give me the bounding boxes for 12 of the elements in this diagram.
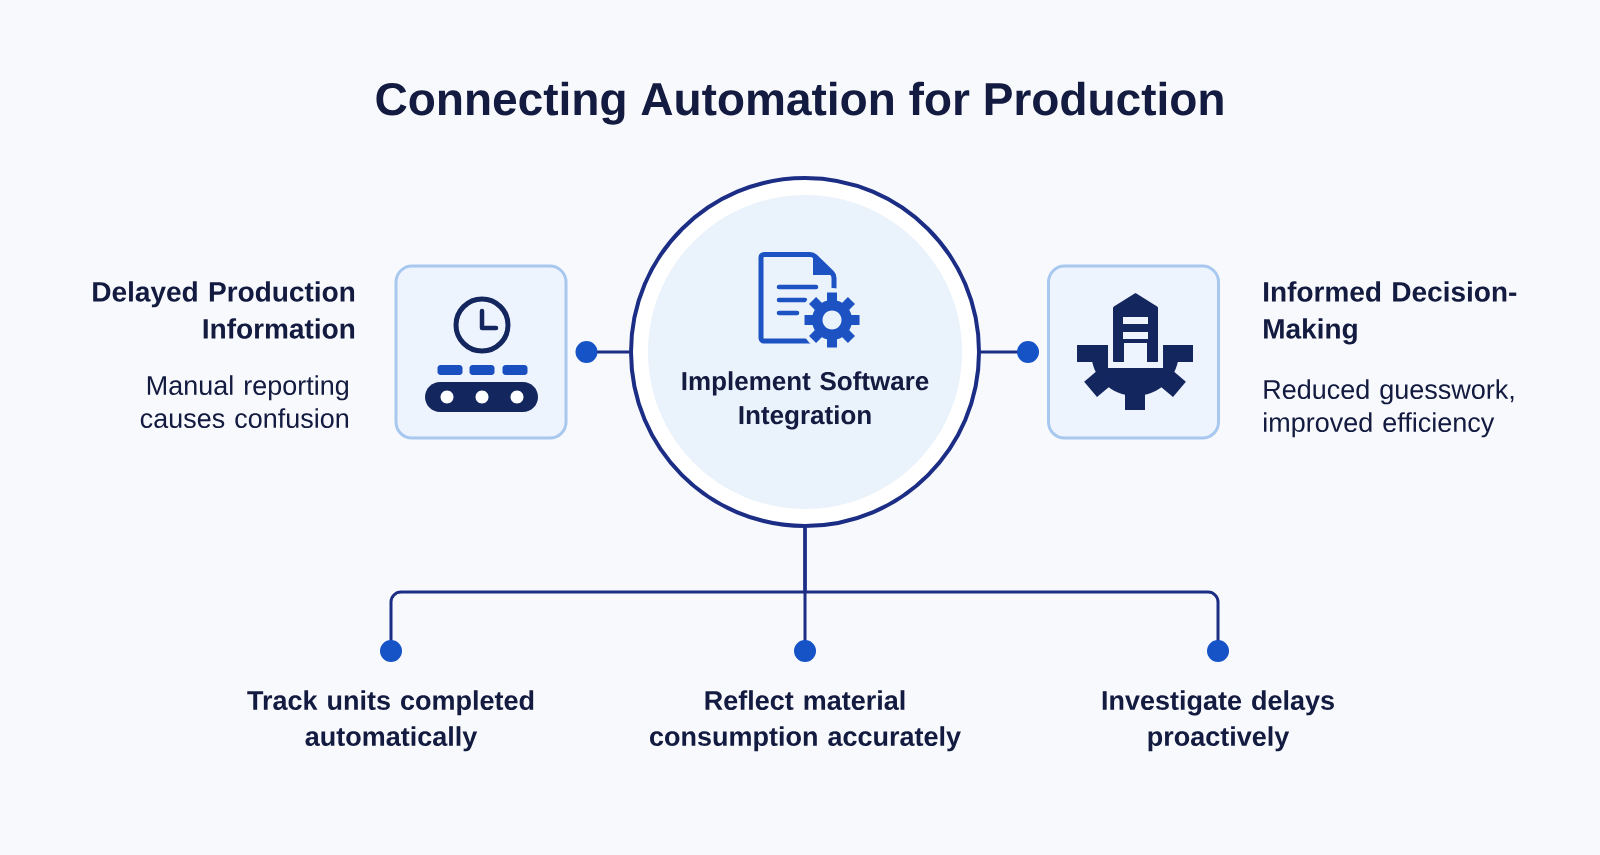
title: Connecting Automation for Production [376, 81, 1223, 125]
connector-line [575, 341, 629, 363]
connector-line [803, 528, 1229, 662]
heading: Informed Decision-Making [1264, 281, 1517, 345]
heading: Delayed Production Information [93, 281, 355, 339]
node-label: Reflect material consumption accurately [650, 690, 961, 752]
node-label: Track units completed automatically [247, 690, 534, 752]
description: Manual reporting causes confusion [140, 375, 349, 429]
node-label: Implement Software Integration [682, 371, 929, 430]
connector-line [981, 341, 1039, 363]
description: Reduced guesswork, improved efficiency [1264, 379, 1514, 438]
node-label: Investigate delays proactively [1102, 690, 1334, 752]
